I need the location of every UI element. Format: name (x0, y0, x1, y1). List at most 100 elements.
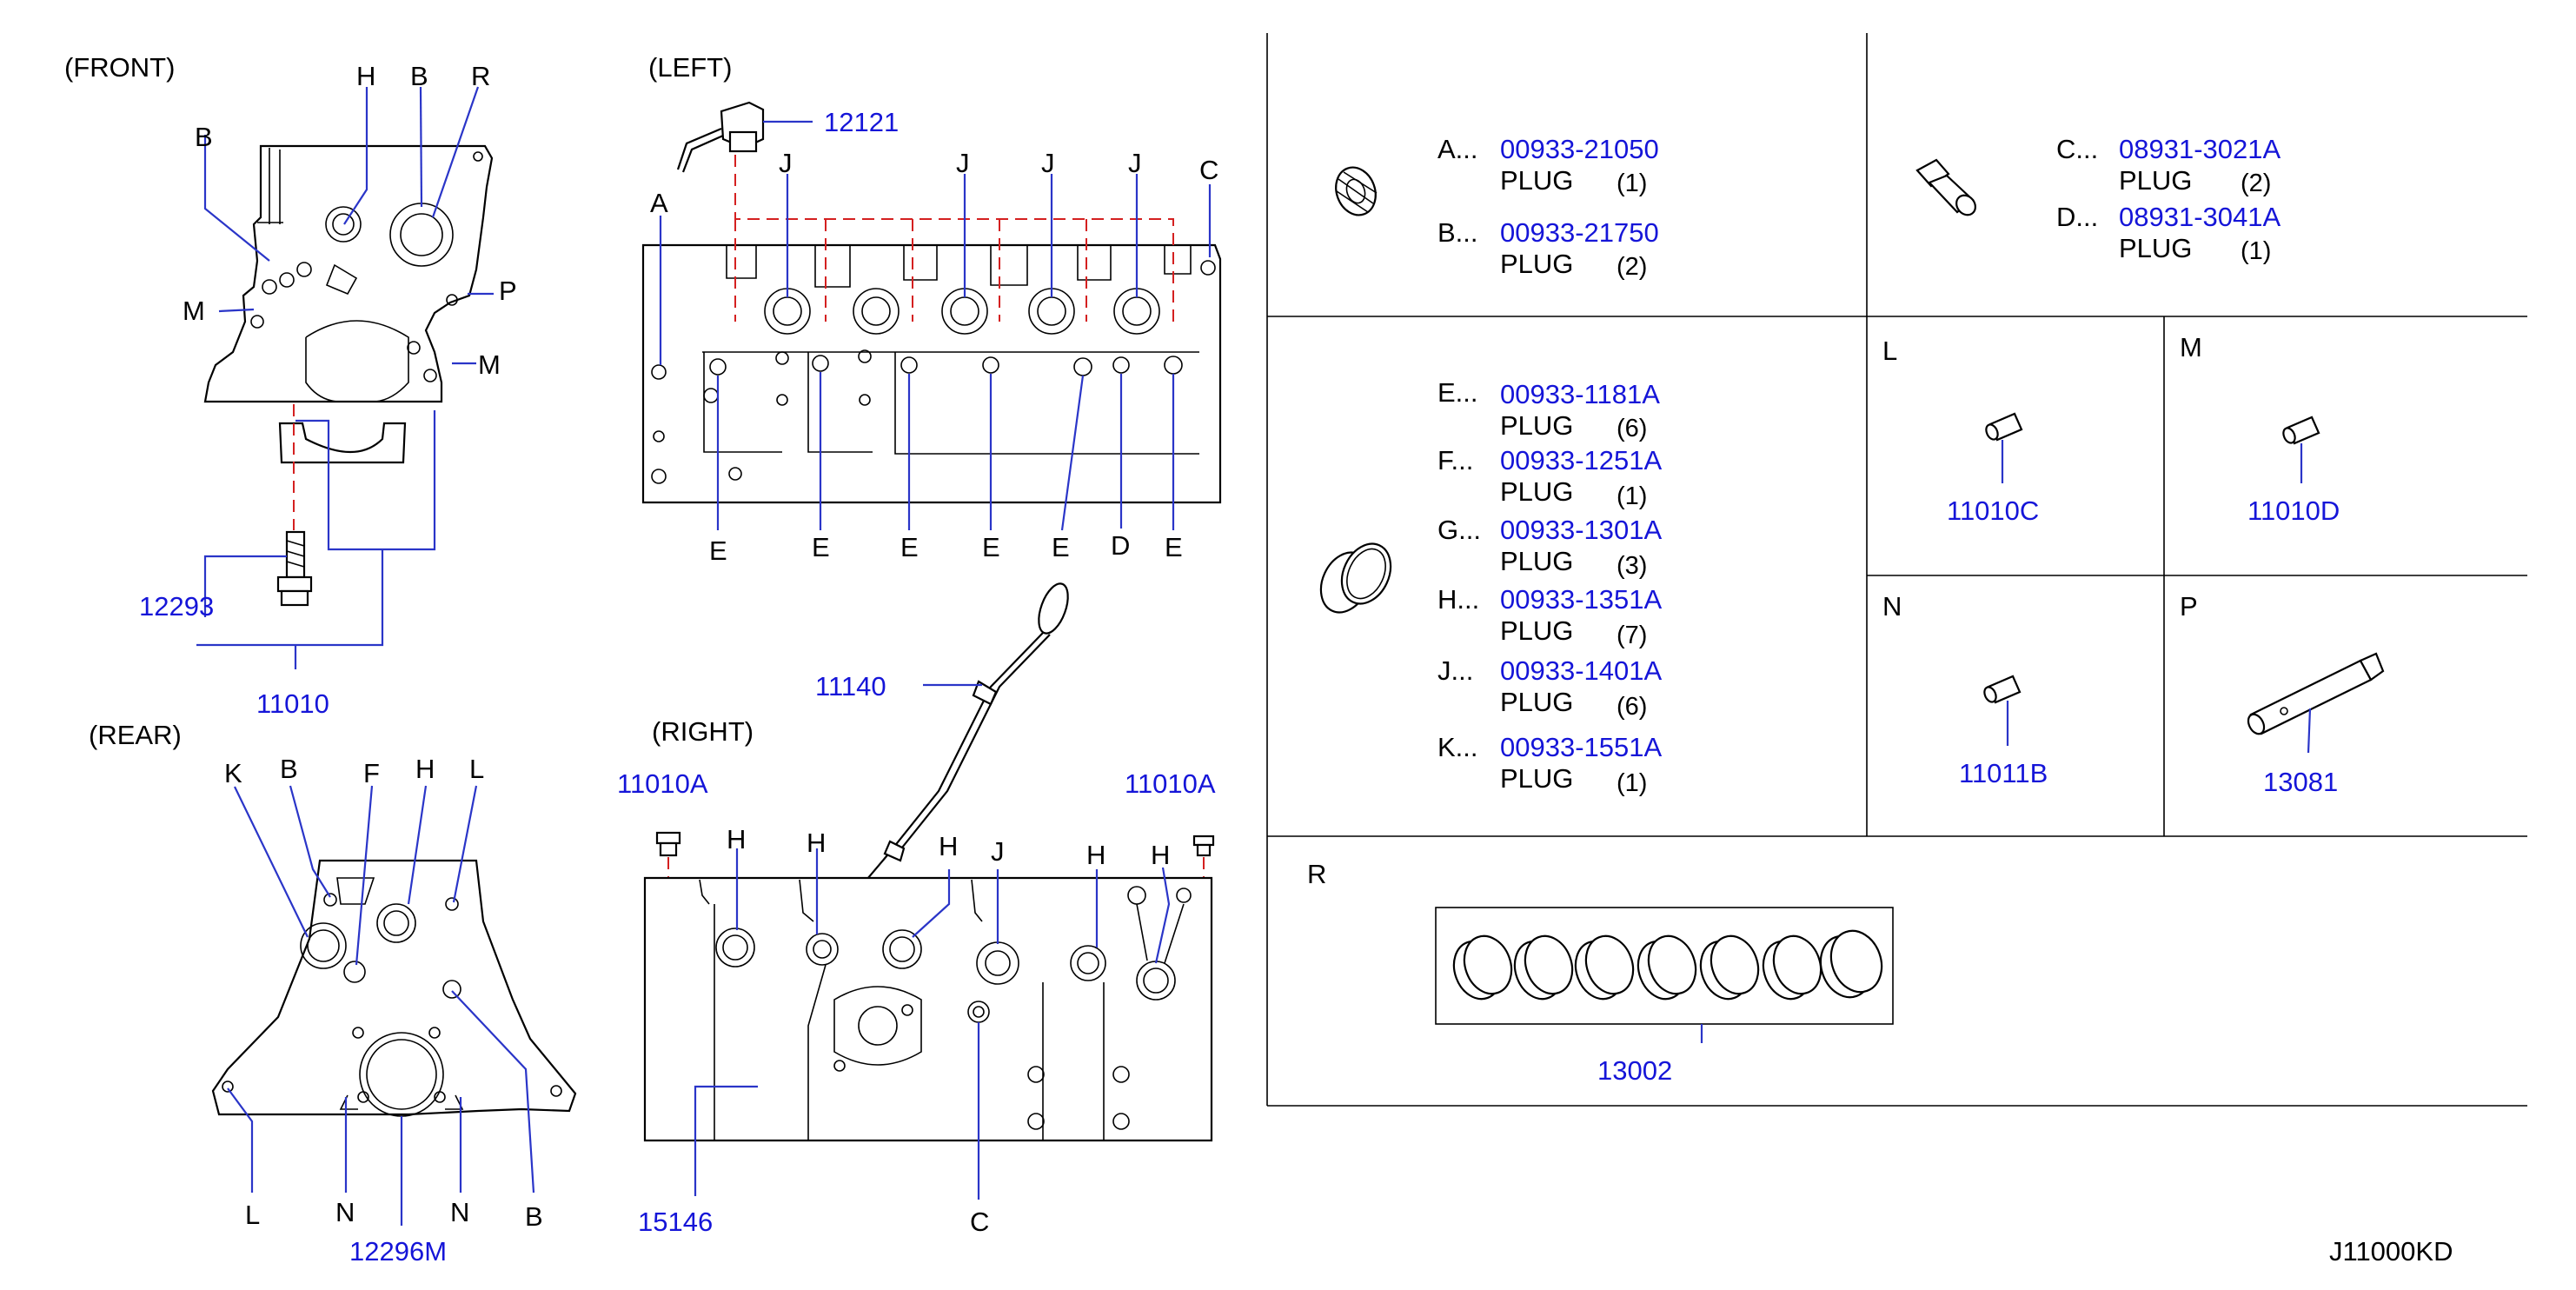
left-view: (LEFT) 12121 (641, 52, 1222, 566)
right-letter-c: C (970, 1207, 989, 1237)
plug-j-part-number: 00933-1401A (1500, 655, 1662, 686)
front-gasket-drawing (278, 422, 407, 464)
rear-letter-l-top: L (469, 754, 484, 784)
part-number-15146: 15146 (638, 1207, 713, 1237)
plug-d-name: PLUG (2119, 233, 2192, 263)
right-view: (RIGHT) 11140 11010A 11010A (617, 582, 1216, 1237)
part-number-11140: 11140 (815, 671, 886, 702)
left-letter-j-2: J (956, 148, 970, 178)
part-number-11010a-right: 11010A (1125, 768, 1216, 799)
part-number-12121: 12121 (824, 107, 899, 137)
left-block-drawing (641, 243, 1222, 504)
plug-d-quantity: (1) (2241, 237, 2271, 265)
front-letter-b-left: B (195, 122, 213, 152)
dowel-11011b-drawing (1983, 675, 2022, 704)
plug-a-name: PLUG (1500, 165, 1573, 196)
rear-letter-k: K (224, 758, 242, 788)
plug-f-name: PLUG (1500, 476, 1573, 507)
cell-r-letter: R (1307, 859, 1326, 889)
plug-f-prefix: F... (1437, 445, 1473, 475)
rear-letter-h: H (415, 754, 435, 784)
left-letter-j-3: J (1041, 148, 1055, 178)
plug-h-quantity: (7) (1617, 622, 1647, 649)
view-label-right: (RIGHT) (652, 716, 754, 747)
plug-h-part-number: 00933-1351A (1500, 584, 1662, 615)
part-number-11010d: 11010D (2247, 495, 2340, 526)
sensor-12121-drawing (676, 101, 765, 173)
plug-cd-drawing (1915, 158, 1976, 216)
left-letter-e-1: E (709, 535, 727, 566)
front-letter-m-right: M (478, 349, 501, 380)
view-label-left: (LEFT) (648, 52, 732, 83)
front-view: (FRONT) H B (64, 52, 517, 719)
plug-d-part-number: 08931-3041A (2119, 202, 2281, 232)
front-letter-b-top: B (410, 61, 428, 91)
left-letter-e-4: E (982, 532, 1000, 562)
rear-letter-f: F (363, 758, 380, 788)
part-number-12293: 12293 (139, 591, 214, 622)
cell-l-letter: L (1882, 336, 1897, 366)
plug-g-prefix: G... (1437, 515, 1481, 545)
part-number-12296m: 12296M (349, 1236, 447, 1267)
view-label-rear: (REAR) (89, 720, 182, 750)
plug-ab-drawing (1335, 166, 1378, 216)
plug-b-quantity: (2) (1617, 253, 1647, 281)
rear-letter-l-bottom: L (245, 1200, 260, 1230)
front-letter-r: R (471, 61, 490, 91)
left-letter-a: A (650, 188, 668, 218)
plug-e-name: PLUG (1500, 410, 1573, 441)
plug-c-quantity: (2) (2241, 170, 2271, 197)
cell-p-letter: P (2180, 591, 2198, 622)
diagram-code: J11000KD (2329, 1236, 2453, 1267)
plug-e-part-number: 00933-1181A (1500, 379, 1660, 409)
plug-a-prefix: A... (1437, 134, 1478, 164)
part-number-11010: 11010 (256, 688, 329, 719)
rear-view: (REAR) K B F H L L N N B 12296M (89, 720, 577, 1267)
left-letter-d: D (1111, 530, 1130, 561)
plug-k-prefix: K... (1437, 732, 1478, 762)
left-letter-j-1: J (779, 148, 793, 178)
cell-m-letter: M (2180, 332, 2202, 362)
left-letter-e-3: E (900, 532, 919, 562)
bearing-set-13002-drawing (1435, 907, 1894, 1025)
plug-11010a-left-drawing (655, 831, 681, 857)
part-number-13002: 13002 (1597, 1055, 1672, 1086)
plug-d-prefix: D... (2056, 202, 2098, 232)
plug-h-name: PLUG (1500, 615, 1573, 646)
right-letter-h-4: H (1086, 840, 1105, 870)
right-letter-h-5: H (1151, 840, 1170, 870)
part-number-11011b: 11011B (1959, 758, 2048, 788)
part-number-11010a-left: 11010A (617, 768, 708, 799)
right-letter-j: J (991, 836, 1005, 867)
dowel-11010d-drawing (2282, 416, 2320, 445)
plug-k-quantity: (1) (1617, 769, 1647, 797)
rear-plate-drawing (211, 859, 577, 1116)
plug-j-name: PLUG (1500, 687, 1573, 717)
plug-c-prefix: C... (2056, 134, 2098, 164)
plug-11010a-right-drawing (1192, 835, 1215, 857)
plug-c-name: PLUG (2119, 165, 2192, 196)
right-letter-h-2: H (807, 828, 826, 858)
part-number-13081: 13081 (2263, 767, 2338, 797)
plug-a-quantity: (1) (1617, 170, 1647, 197)
rear-letter-b-top: B (280, 754, 298, 784)
plug-j-quantity: (6) (1617, 693, 1647, 721)
part-number-11010c: 11010C (1947, 495, 2039, 526)
left-letter-c: C (1199, 155, 1218, 185)
cell-n-letter: N (1882, 591, 1902, 622)
dowel-11010c-drawing (1985, 412, 2023, 442)
plug-b-part-number: 00933-21750 (1500, 217, 1659, 248)
left-letter-e-6: E (1165, 532, 1183, 562)
plug-e-prefix: E... (1437, 377, 1478, 408)
plug-a-part-number: 00933-21050 (1500, 134, 1659, 164)
plug-b-name: PLUG (1500, 249, 1573, 279)
plug-h-prefix: H... (1437, 584, 1479, 615)
plug-f-part-number: 00933-1251A (1500, 445, 1662, 475)
front-letter-p: P (499, 276, 517, 306)
plug-j-prefix: J... (1437, 655, 1473, 686)
plug-ek-drawing (1319, 542, 1392, 614)
bolt-12293-drawing (276, 530, 313, 607)
plug-k-part-number: 00933-1551A (1500, 732, 1662, 762)
plug-k-name: PLUG (1500, 763, 1573, 794)
